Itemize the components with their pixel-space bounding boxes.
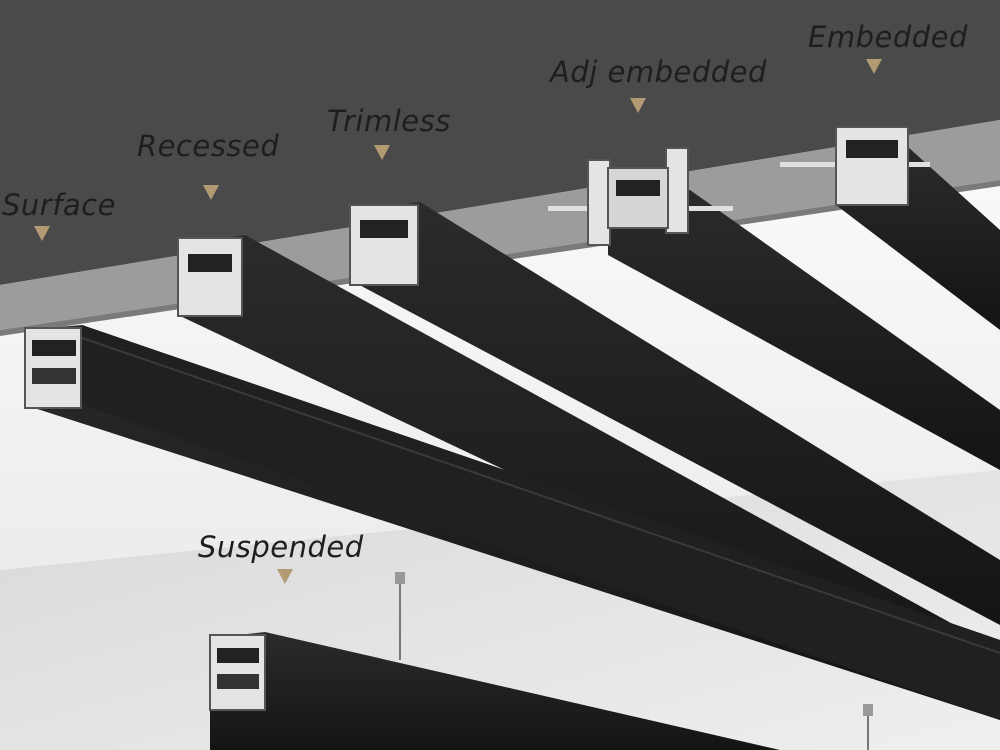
label-recessed: Recessed — [137, 129, 280, 163]
suspended-track — [210, 632, 780, 750]
surface-profile-slot-lower — [32, 368, 76, 384]
label-suspended: Suspended — [198, 530, 364, 564]
label-adj-embedded: Adj embedded — [550, 55, 767, 89]
surface-profile-slot — [32, 340, 76, 356]
adj-bracket-left — [587, 159, 611, 246]
suspended-profile — [209, 634, 266, 711]
embedded-profile — [835, 126, 909, 206]
adj-embedded-track — [608, 190, 1000, 470]
trimless-profile — [349, 204, 419, 286]
surface-track-side — [82, 325, 1000, 720]
surface-track-highlight — [81, 337, 1000, 654]
recessed-profile-slot — [188, 254, 232, 272]
trimless-track — [350, 202, 1000, 625]
marker-surface-icon — [34, 226, 50, 241]
marker-embedded-icon — [866, 59, 882, 74]
adj-embedded-profile — [607, 167, 669, 229]
suspension-clip-left — [395, 572, 405, 584]
embedded-profile-slot — [846, 140, 898, 158]
label-trimless: Trimless — [327, 104, 451, 138]
marker-adj-embedded-icon — [630, 98, 646, 113]
label-embedded: Embedded — [808, 20, 968, 54]
suspension-clip-right — [863, 704, 873, 716]
label-surface: Surface — [2, 188, 116, 222]
suspended-profile-slot — [217, 648, 259, 663]
marker-recessed-icon — [203, 185, 219, 200]
marker-suspended-icon — [277, 569, 293, 584]
adj-profile-slot — [616, 180, 660, 196]
recessed-profile — [177, 237, 243, 317]
trimless-profile-slot — [360, 220, 408, 238]
marker-trimless-icon — [374, 145, 390, 160]
suspended-profile-slot-lower — [217, 674, 259, 689]
adj-bracket-right — [665, 147, 689, 234]
ceiling-slab — [0, 0, 1000, 285]
